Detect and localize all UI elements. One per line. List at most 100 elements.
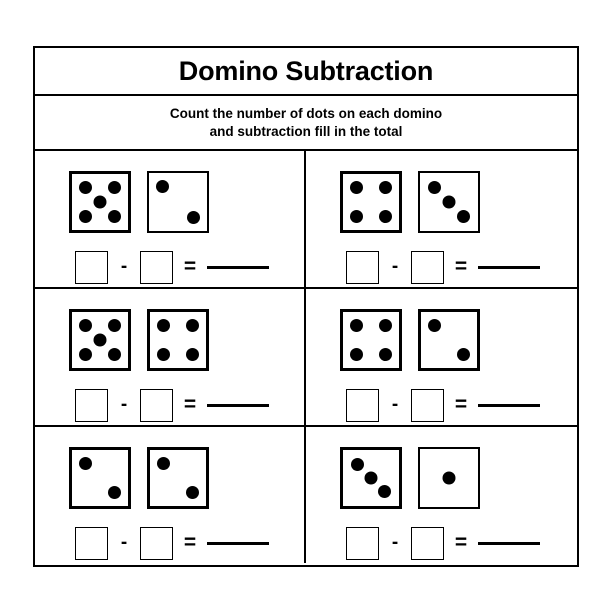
domino-4-left-die — [340, 309, 402, 371]
minus-operator: - — [120, 256, 128, 277]
problem-cell-5: - = — [35, 427, 306, 563]
pip — [378, 485, 391, 498]
minus-operator: - — [391, 394, 399, 415]
problem-cell-1: - = — [35, 151, 306, 287]
pip — [79, 319, 92, 332]
equation-row-5: - = — [75, 527, 269, 560]
domino-2-right-die — [418, 171, 480, 233]
answer-box-subtrahend-4[interactable] — [411, 389, 444, 422]
total-blank-line-3[interactable] — [207, 404, 269, 407]
pip — [350, 181, 363, 194]
total-blank-line-2[interactable] — [478, 266, 540, 269]
domino-5-right-die — [147, 447, 209, 509]
answer-box-minuend-2[interactable] — [346, 251, 379, 284]
total-blank-line-1[interactable] — [207, 266, 269, 269]
domino-pair-6 — [340, 447, 480, 509]
pip — [350, 348, 363, 361]
answer-box-subtrahend-5[interactable] — [140, 527, 173, 560]
pip — [457, 348, 470, 361]
equals-operator: = — [183, 255, 197, 278]
pip — [79, 181, 92, 194]
pip — [186, 348, 199, 361]
minus-operator: - — [391, 532, 399, 553]
pip — [442, 195, 456, 209]
pip — [350, 210, 363, 223]
problem-cell-2: - = — [306, 151, 577, 287]
domino-pair-2 — [340, 171, 480, 233]
title-band: Domino Subtraction — [35, 48, 577, 96]
equation-row-3: - = — [75, 389, 269, 422]
problem-cell-3: - = — [35, 289, 306, 425]
total-blank-line-5[interactable] — [207, 542, 269, 545]
pip — [379, 348, 392, 361]
instructions-line-1: Count the number of dots on each domino — [169, 105, 443, 121]
domino-pair-3 — [69, 309, 209, 371]
pip — [79, 457, 92, 470]
domino-pair-1 — [69, 171, 209, 233]
domino-3-left-die — [69, 309, 131, 371]
minus-operator: - — [120, 532, 128, 553]
domino-2-left-die — [340, 171, 402, 233]
equals-operator: = — [183, 393, 197, 416]
answer-box-subtrahend-6[interactable] — [411, 527, 444, 560]
equals-operator: = — [454, 255, 468, 278]
answer-box-subtrahend-2[interactable] — [411, 251, 444, 284]
pip — [108, 348, 121, 361]
problem-grid: - = — [35, 151, 577, 563]
pip — [428, 181, 441, 194]
domino-1-left-die — [69, 171, 131, 233]
answer-box-minuend-3[interactable] — [75, 389, 108, 422]
pip — [156, 180, 169, 193]
domino-6-right-die — [418, 447, 480, 509]
pip — [108, 210, 121, 223]
answer-box-minuend-5[interactable] — [75, 527, 108, 560]
pip — [108, 181, 121, 194]
equals-operator: = — [454, 393, 468, 416]
minus-operator: - — [120, 394, 128, 415]
pip — [379, 181, 392, 194]
equation-row-1: - = — [75, 251, 269, 284]
pip — [457, 210, 470, 223]
equals-operator: = — [183, 531, 197, 554]
domino-pair-4 — [340, 309, 480, 371]
instructions-line-2: and subtraction fill in the total — [209, 123, 403, 139]
pip — [428, 319, 441, 332]
pip — [157, 457, 170, 470]
pip — [186, 486, 199, 499]
pip — [93, 333, 107, 347]
pip — [157, 348, 170, 361]
domino-5-left-die — [69, 447, 131, 509]
pip — [157, 319, 170, 332]
answer-box-minuend-4[interactable] — [346, 389, 379, 422]
problem-cell-4: - = — [306, 289, 577, 425]
pip — [379, 210, 392, 223]
equation-row-4: - = — [346, 389, 540, 422]
domino-pair-5 — [69, 447, 209, 509]
instructions-band: Count the number of dots on each domino … — [35, 96, 577, 151]
equals-operator: = — [454, 531, 468, 554]
domino-6-left-die — [340, 447, 402, 509]
pip — [108, 486, 121, 499]
pip — [79, 348, 92, 361]
pip — [351, 458, 364, 471]
domino-1-right-die — [147, 171, 209, 233]
minus-operator: - — [391, 256, 399, 277]
answer-box-subtrahend-1[interactable] — [140, 251, 173, 284]
pip — [442, 471, 456, 485]
answer-box-subtrahend-3[interactable] — [140, 389, 173, 422]
worksheet-frame: Domino Subtraction Count the number of d… — [33, 46, 579, 567]
problem-cell-6: - = — [306, 427, 577, 563]
total-blank-line-4[interactable] — [478, 404, 540, 407]
problem-row-3: - = — [35, 427, 577, 563]
pip — [108, 319, 121, 332]
pip — [187, 211, 200, 224]
pip — [379, 319, 392, 332]
total-blank-line-6[interactable] — [478, 542, 540, 545]
equation-row-2: - = — [346, 251, 540, 284]
answer-box-minuend-1[interactable] — [75, 251, 108, 284]
problem-row-2: - = — [35, 289, 577, 427]
domino-4-right-die — [418, 309, 480, 371]
answer-box-minuend-6[interactable] — [346, 527, 379, 560]
page-title: Domino Subtraction — [178, 55, 434, 86]
